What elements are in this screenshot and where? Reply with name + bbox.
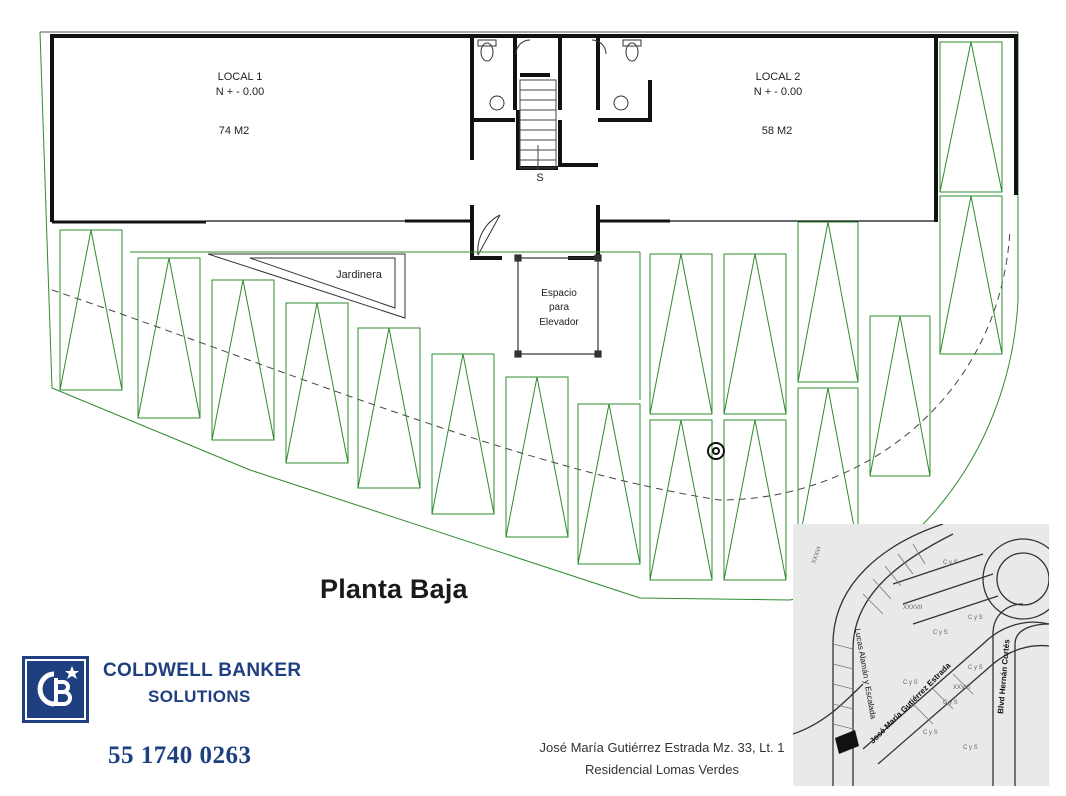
brand-subtitle: SOLUTIONS — [148, 687, 251, 706]
svg-text:C y S: C y S — [903, 680, 918, 686]
svg-text:XXXVII: XXXVII — [903, 605, 923, 611]
svg-text:C y S: C y S — [933, 630, 948, 636]
address-line-1: José María Gutiérrez Estrada Mz. 33, Lt.… — [539, 740, 785, 755]
brand-name: COLDWELL BANKER — [103, 660, 302, 681]
parking-stalls — [59, 41, 1003, 581]
map-lots — [832, 543, 974, 730]
svg-text:C y S: C y S — [968, 665, 983, 671]
stair-mark: S — [536, 172, 543, 184]
map-lot-marks: C y S C y S C y S C y S C y S C y S C y … — [811, 546, 982, 751]
entry-door — [477, 214, 501, 256]
elevator-label-1: Espacio — [541, 288, 577, 299]
star-icon — [65, 666, 79, 679]
address-line-2: Residencial Lomas Verdes — [585, 762, 739, 777]
svg-text:C y S: C y S — [923, 730, 938, 736]
planter-label: Jardinera — [336, 269, 383, 281]
elevator-space — [514, 254, 602, 358]
svg-text:C y S: C y S — [943, 700, 958, 706]
svg-text:C y S: C y S — [968, 615, 983, 621]
svg-text:XXXVI: XXXVI — [811, 546, 823, 565]
floor-plan: LOCAL 1 N + - 0.00 74 M2 LOCAL 2 N + - 0… — [39, 31, 1019, 601]
lot-marker — [835, 730, 859, 754]
column-symbol — [707, 442, 725, 460]
toilet-fixtures — [477, 39, 642, 111]
svg-text:C y S: C y S — [943, 560, 958, 566]
building-walls — [50, 34, 1018, 260]
planter-shape — [207, 253, 406, 319]
elevator-label-3: Elevador — [539, 317, 579, 328]
local2-name: LOCAL 2 — [756, 71, 801, 83]
svg-text:XXVIII: XXVIII — [953, 685, 970, 691]
planter-inner — [249, 257, 396, 309]
elevator-label-2: para — [549, 302, 569, 313]
location-map: Lucas Alamán y Escalada José María Gutié… — [793, 524, 1049, 786]
svg-text:C y S: C y S — [963, 745, 978, 751]
coldwell-banker-logo — [22, 656, 89, 723]
plan-title: Planta Baja — [320, 574, 468, 604]
map-roads — [793, 524, 1049, 786]
stairs — [519, 79, 557, 170]
local1-level: N + - 0.00 — [216, 86, 265, 98]
dashed-curve — [51, 229, 1011, 501]
phone-number: 55 1740 0263 — [108, 742, 252, 769]
local1-area: 74 M2 — [219, 125, 250, 137]
cb-logo-mark — [25, 659, 86, 720]
local1-name: LOCAL 1 — [218, 71, 263, 83]
local2-area: 58 M2 — [762, 125, 793, 137]
local2-level: N + - 0.00 — [754, 86, 803, 98]
